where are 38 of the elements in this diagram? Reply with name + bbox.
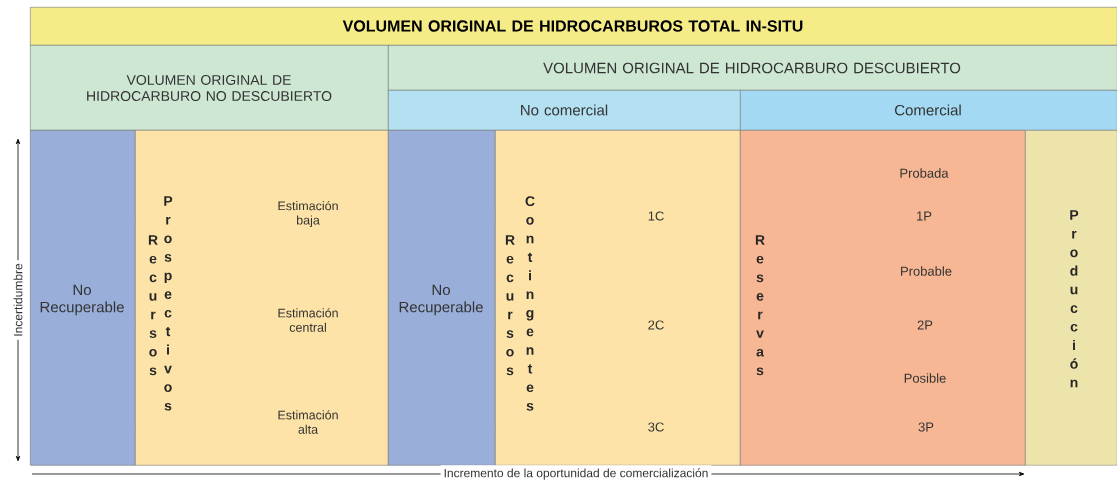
node-label: No Recuperable <box>399 284 483 316</box>
node-label: 2P <box>917 320 933 330</box>
node-label: Reservas <box>755 235 765 376</box>
node-label: Estimación baja <box>278 200 338 228</box>
column-box <box>495 130 741 466</box>
header-box <box>740 90 1117 131</box>
node-label: VOLUMEN ORIGINAL DE HIDROCARBURO DESCUBIERTO <box>543 62 961 74</box>
column-box <box>1025 130 1117 466</box>
column-box <box>30 130 136 466</box>
axis-label: Incertidumbre <box>10 260 26 340</box>
node-label: Probada <box>900 168 949 178</box>
column-box <box>388 130 496 466</box>
node-label: Probable <box>901 266 952 276</box>
node-label: Estimación alta <box>278 410 338 434</box>
node-label: Recursos <box>148 235 158 376</box>
node-label: 2C <box>648 320 664 330</box>
node-label: 3C <box>648 422 664 432</box>
node-label: No Recuperable <box>40 284 124 316</box>
node-label: No comercial <box>521 104 608 116</box>
title-band <box>30 7 1117 46</box>
column-box <box>135 130 389 466</box>
column-box <box>740 130 1026 466</box>
header-box <box>30 45 389 131</box>
node-label: Estimación central <box>278 308 338 332</box>
node-label: 1C <box>648 211 664 221</box>
header-box <box>388 45 1117 91</box>
node-label: Contingentes <box>525 196 535 411</box>
node-label: VOLUMEN ORIGINAL DE HIDROCARBUROS TOTAL IN-SITU <box>342 20 803 32</box>
axis-label: Incremento de la oportunidad de comercialización <box>440 465 712 483</box>
header-box <box>388 90 741 131</box>
node-label: Prospectivos <box>164 196 173 411</box>
node-label: VOLUMEN ORIGINAL DE HIDROCARBURO NO DESCUBIERTO <box>87 74 332 102</box>
node-label: 3P <box>918 422 934 432</box>
node-label: Posible <box>904 373 946 383</box>
node-label: Recursos <box>505 235 515 376</box>
node-label: Comercial <box>895 104 961 116</box>
node-label: Producción <box>1070 210 1079 388</box>
node-label: 1P <box>917 211 932 221</box>
